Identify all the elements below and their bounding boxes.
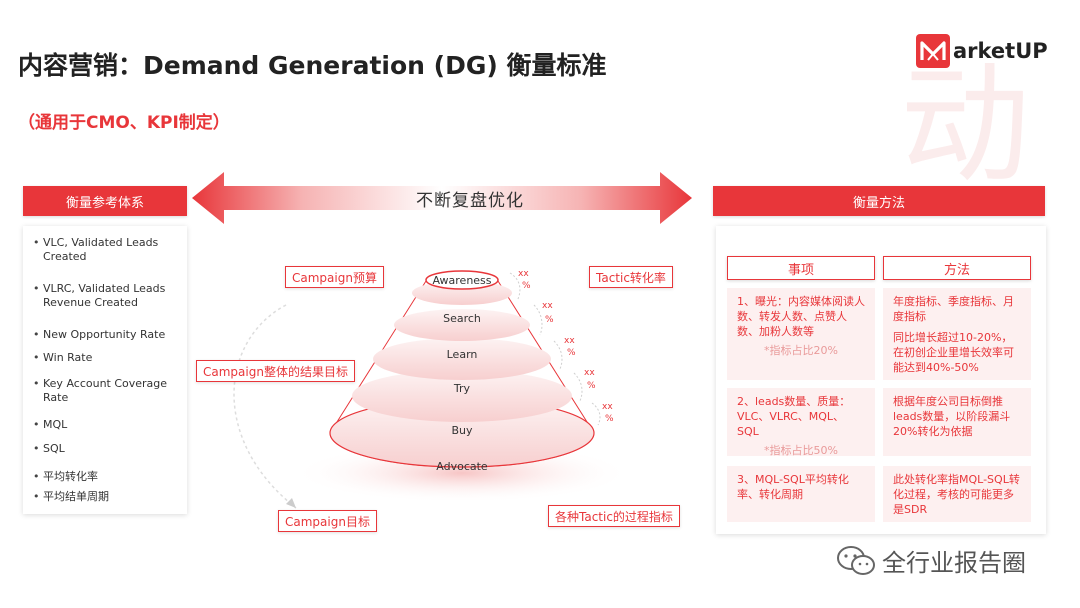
funnel-layer xyxy=(394,309,530,341)
metric-item: Key Account Coverage Rate xyxy=(33,377,183,405)
funnel-stage: Search xyxy=(443,312,481,325)
method-text: 此处转化率指MQL-SQL转化过程，考核的可能更多是SDR xyxy=(893,473,1020,516)
funnel-stage: Advocate xyxy=(436,460,488,473)
rate-mark-xx: xx xyxy=(542,301,553,311)
rate-mark-xx: xx xyxy=(584,368,595,378)
metric-item: 平均转化率 xyxy=(33,470,183,484)
rate-mark-pct: % xyxy=(605,414,614,424)
rate-curve xyxy=(573,372,583,402)
marketup-logo: arketUP xyxy=(916,34,1048,68)
item-text: 2、leads数量、质量：VLC、VLRC、MQL、SQL xyxy=(737,395,851,438)
campaign-budget-tag: Campaign预算 xyxy=(285,266,384,288)
right-panel-title: 衡量方法 xyxy=(713,186,1045,216)
col-head-item: 事项 xyxy=(727,256,875,280)
left-panel-title: 衡量参考体系 xyxy=(23,186,187,216)
watermark-glyph: 动 xyxy=(900,49,1031,201)
rate-curve xyxy=(591,402,601,426)
rate-mark-pct: % xyxy=(522,281,531,291)
item-note: *指标占比20% xyxy=(764,344,838,357)
page-title: 内容营销：Demand Generation (DG) 衡量标准 xyxy=(18,51,607,80)
rate-mark-xx: xx xyxy=(518,269,529,279)
rate-mark-xx: xx xyxy=(602,402,613,412)
dashed-connector xyxy=(233,304,297,509)
rate-mark-pct: % xyxy=(587,381,596,391)
rate-mark-pct: % xyxy=(567,348,576,358)
funnel-top xyxy=(425,270,499,290)
metrics-panel: VLC, Validated Leads Created VLRC, Valid… xyxy=(23,226,187,514)
funnel-stage: Learn xyxy=(447,348,478,361)
optimize-label: 不断复盘优化 xyxy=(416,191,524,211)
item-note: *指标占比50% xyxy=(764,444,838,457)
method-extra: 同比增长超过10-20%，在初创企业里增长效率可能达到40%-50% xyxy=(893,331,1014,374)
method-cell: 此处转化率指MQL-SQL转化过程，考核的可能更多是SDR xyxy=(883,466,1031,522)
item-cell: 1、曝光：内容媒体阅读人数、转发人数、点赞人数、加粉人数等 *指标占比20% xyxy=(727,288,875,380)
metric-item: New Opportunity Rate xyxy=(33,328,183,342)
item-cell: 3、MQL-SQL平均转化率、转化周期 xyxy=(727,466,875,522)
tactic-conversion-tag: Tactic转化率 xyxy=(589,266,673,288)
rate-mark-xx: xx xyxy=(564,336,575,346)
metric-item: 平均结单周期 xyxy=(33,490,183,504)
rate-curve xyxy=(553,340,563,370)
funnel-stage: Try xyxy=(453,382,471,395)
funnel-layer xyxy=(373,338,551,380)
method-text: 根据年度公司目标倒推leads数量，以阶段漏斗20%转化为依据 xyxy=(893,395,1011,438)
col-head-method: 方法 xyxy=(883,256,1031,280)
wechat-icon xyxy=(837,545,875,575)
item-text: 1、曝光：内容媒体阅读人数、转发人数、点赞人数、加粉人数等 xyxy=(737,295,865,338)
funnel-stage: Buy xyxy=(451,424,473,437)
funnel-layer xyxy=(352,370,572,422)
metric-item: VLRC, Validated Leads Revenue Created xyxy=(33,282,183,310)
funnel-stage: Awareness xyxy=(432,274,491,287)
rate-curve xyxy=(533,304,543,336)
campaign-goal-tag: Campaign目标 xyxy=(278,510,377,532)
campaign-overall-goal-tag: Campaign整体的结果目标 xyxy=(196,360,355,382)
double-arrow-icon xyxy=(192,172,692,224)
footer-text: 全行业报告圈 xyxy=(882,549,1026,577)
metric-item: SQL xyxy=(33,442,183,456)
logo-m-icon xyxy=(916,34,950,68)
item-text: 3、MQL-SQL平均转化率、转化周期 xyxy=(737,473,849,501)
method-text: 年度指标、季度指标、月度指标 xyxy=(893,295,1014,323)
rate-mark-pct: % xyxy=(545,315,554,325)
metric-item: MQL xyxy=(33,418,183,432)
metric-item: Win Rate xyxy=(33,351,183,365)
metric-item: VLC, Validated Leads Created xyxy=(33,236,183,264)
marketing-funnel: Awareness Search Learn Try Buy Advocate … xyxy=(292,269,632,503)
footer-watermark: 全行业报告圈 xyxy=(836,543,1026,578)
tactic-process-tag: 各种Tactic的过程指标 xyxy=(548,505,680,527)
method-cell: 根据年度公司目标倒推leads数量，以阶段漏斗20%转化为依据 xyxy=(883,388,1031,456)
method-cell: 年度指标、季度指标、月度指标 同比增长超过10-20%，在初创企业里增长效率可能… xyxy=(883,288,1031,380)
item-cell: 2、leads数量、质量：VLC、VLRC、MQL、SQL *指标占比50% xyxy=(727,388,875,457)
page-subtitle: （通用于CMO、KPI制定） xyxy=(18,113,230,133)
logo-text: arketUP xyxy=(953,39,1048,63)
